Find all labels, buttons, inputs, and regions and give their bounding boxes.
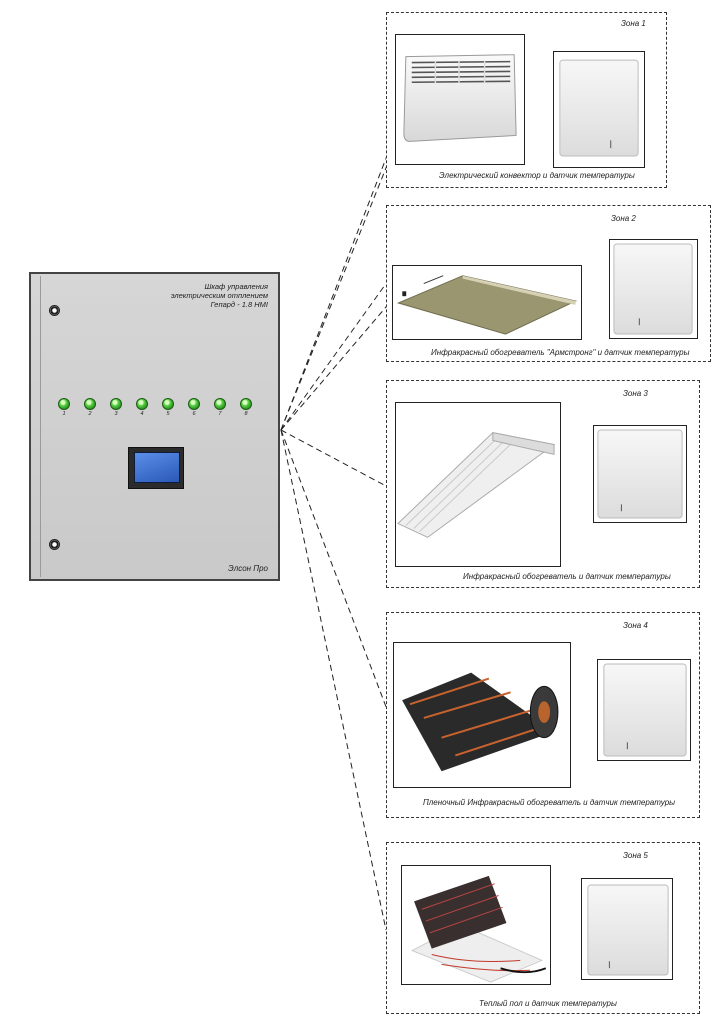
zone-title: Зона 5: [623, 851, 648, 860]
connector-zone-2b: [280, 299, 393, 431]
lamp-number: 7: [218, 411, 222, 417]
zone-1: Зона 1 Электрический конвектор и датчик …: [386, 12, 667, 188]
cabinet-brand: Элсон Про: [228, 564, 268, 573]
connector-zone-5: [280, 429, 387, 931]
zone-2: Зона 2 Инфракрасный обогреватель "Армстр…: [386, 205, 711, 362]
cabinet-title-line-2: электрическим отплением: [170, 291, 268, 300]
door-lock-top-icon: [49, 305, 60, 316]
indicator-lamp-4: 4: [136, 398, 150, 417]
ceiling-panel-icon: [396, 275, 578, 335]
film-heater-roll-icon: [402, 672, 559, 772]
indicator-lamp-2: 2: [84, 398, 98, 417]
lamp-bulb-icon: [188, 398, 200, 410]
zone-title: Зона 4: [623, 621, 648, 630]
indicator-lamp-6: 6: [188, 398, 202, 417]
cabinet-title: Шкаф управления электрическим отплением …: [138, 282, 268, 309]
lamp-number: 2: [88, 411, 92, 417]
lamp-bulb-icon: [162, 398, 174, 410]
cabinet-door: [40, 276, 276, 577]
lamp-bulb-icon: [110, 398, 122, 410]
control-cabinet: Шкаф управления электрическим отплением …: [29, 272, 280, 581]
indicator-lamp-3: 3: [110, 398, 124, 417]
door-lock-bottom-icon: [49, 539, 60, 550]
hmi-screen: [134, 452, 180, 483]
temperature-sensor-icon: [613, 243, 693, 335]
lamp-number: 6: [192, 411, 196, 417]
thermostat-image: [609, 239, 698, 339]
lamp-number: 3: [114, 411, 118, 417]
hmi-touch-panel: [128, 447, 184, 489]
lamp-bulb-icon: [214, 398, 226, 410]
film-heater-image: [393, 642, 571, 788]
indicator-lamp-1: 1: [58, 398, 72, 417]
zone-title: Зона 1: [621, 19, 646, 28]
connector-zone-4: [280, 429, 389, 713]
thermostat-image: [581, 878, 673, 980]
temperature-sensor-icon: [559, 59, 639, 157]
connector-zone-2: [280, 284, 386, 431]
lamp-bulb-icon: [136, 398, 148, 410]
temperature-sensor-icon: [597, 429, 683, 519]
zone-caption: Инфракрасный обогреватель "Армстронг" и …: [431, 348, 690, 357]
zone-caption: Пленочный Инфракрасный обогреватель и да…: [423, 798, 676, 807]
temperature-sensor-icon: [587, 884, 669, 976]
lamp-number: 5: [166, 411, 170, 417]
infrared-heater-icon: [397, 432, 556, 538]
indicator-lamp-7: 7: [214, 398, 228, 417]
lamp-bulb-icon: [84, 398, 96, 410]
lamp-number: 4: [140, 411, 144, 417]
heating-mat-icon: [410, 875, 547, 983]
ceiling-panel-image: [392, 265, 582, 340]
indicator-lamp-8: 8: [240, 398, 254, 417]
temperature-sensor-icon: [603, 663, 687, 757]
zone-title: Зона 3: [623, 389, 648, 398]
zone-5: Зона 5 Теплый пол и датчик температуры: [386, 842, 700, 1014]
lamp-number: 1: [62, 411, 66, 417]
zone-title: Зона 2: [611, 214, 636, 223]
cabinet-title-line-3: Гепард - 1.8 HMI: [210, 300, 268, 309]
convector-icon: [403, 54, 517, 142]
lamp-bulb-icon: [58, 398, 70, 410]
zone-caption: Инфракрасный обогреватель и датчик темпе…: [463, 572, 671, 581]
zone-caption: Теплый пол и датчик температуры: [479, 999, 617, 1008]
lamp-number: 8: [244, 411, 248, 417]
thermostat-image: [597, 659, 691, 761]
connector-zone-1: [280, 147, 391, 431]
lamp-bulb-icon: [240, 398, 252, 410]
zone-4: Зона 4 Пленочный Инфракрасный обогревате…: [386, 612, 700, 818]
zone-caption: Электрический конвектор и датчик темпера…: [439, 171, 635, 180]
cabinet-title-line-1: Шкаф управления: [204, 282, 268, 291]
thermostat-image: [553, 51, 645, 168]
connector-zone-1b: [280, 157, 391, 431]
heating-mat-image: [401, 865, 551, 985]
indicator-lamp-5: 5: [162, 398, 176, 417]
thermostat-image: [593, 425, 687, 523]
connector-zone-3: [280, 429, 387, 487]
convector-image: [395, 34, 525, 165]
zone-3: Зона 3 Инфракрасный обогреватель и датчи…: [386, 380, 700, 588]
infrared-heater-image: [395, 402, 561, 567]
